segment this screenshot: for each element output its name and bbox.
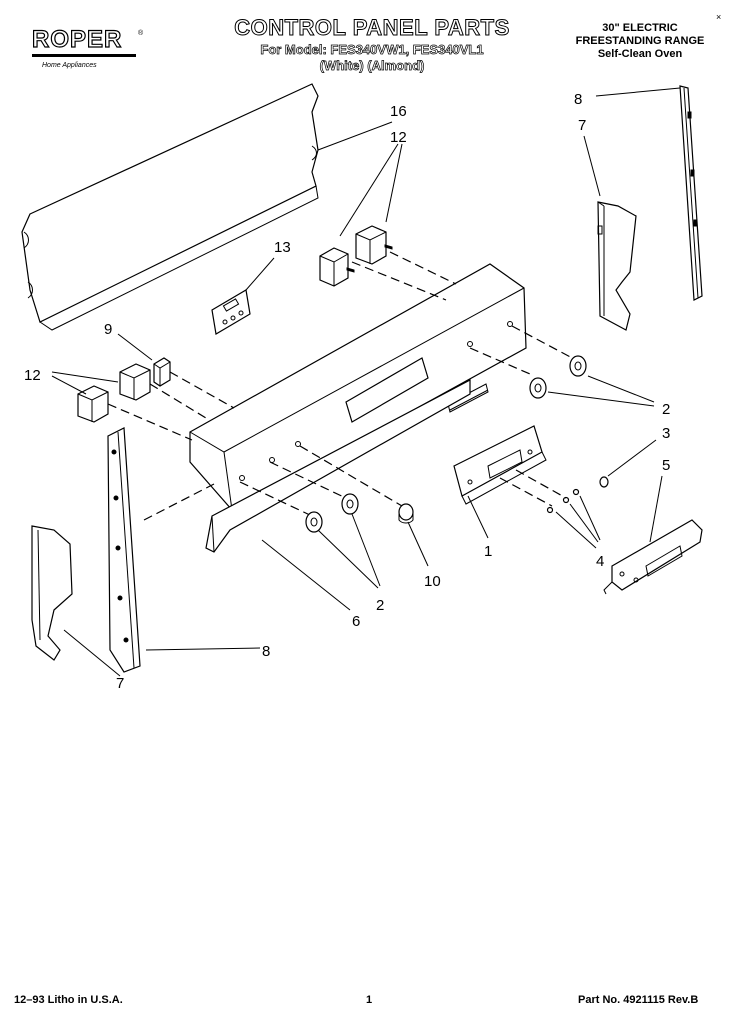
part-16-rear-panel — [21, 83, 319, 331]
range-line-3: Self-Clean Oven — [597, 48, 683, 60]
callout-4: 4 — [596, 553, 604, 570]
part-8-strip-lower — [107, 427, 141, 673]
callout-2-lower: 2 — [376, 597, 384, 614]
range-line-1: 30" ELECTRIC — [602, 22, 678, 34]
part-6-lower-bracket — [205, 379, 471, 553]
part-5-overlay-panel — [603, 519, 703, 595]
assembly-guide-lines — [107, 251, 577, 521]
part-1-clock-module — [453, 425, 547, 505]
part-13-control-label — [211, 289, 251, 335]
part-10-button — [398, 503, 414, 524]
logo-underline — [32, 54, 136, 57]
callout-2-right: 2 — [662, 401, 670, 418]
callout-12-upper: 12 — [390, 129, 407, 146]
part-7-bracket-lower — [31, 525, 73, 661]
callout-7-lower: 7 — [116, 675, 124, 692]
callout-7-upper: 7 — [578, 117, 586, 134]
part-12-knob-upper — [319, 225, 393, 287]
part-8-strip-upper — [679, 85, 703, 301]
main-control-console — [189, 263, 527, 511]
part-9-switch — [153, 357, 171, 387]
callout-5: 5 — [662, 457, 670, 474]
callout-3: 3 — [662, 425, 670, 442]
callout-16: 16 — [390, 103, 407, 120]
leader-lines — [51, 87, 681, 677]
callout-12-left: 12 — [24, 367, 41, 384]
callout-6: 6 — [352, 613, 360, 630]
part-3-screw — [599, 476, 609, 488]
range-line-2: FREESTANDING RANGE — [575, 35, 705, 47]
corner-mark: × — [716, 12, 722, 22]
callout-13: 13 — [274, 239, 291, 256]
callout-numbers: 16 12 13 9 12 8 7 2 3 5 1 4 10 2 6 8 7 — [24, 91, 670, 692]
brand-trademark: ® — [138, 30, 144, 37]
footer-part-number: Part No. 4921115 Rev.B — [578, 994, 699, 1006]
color-line: (White) (Almond) — [319, 58, 425, 74]
model-info: For Model: FES340VW1, FES340VL1 (White) … — [250, 42, 494, 74]
callout-9: 9 — [104, 321, 112, 338]
brand-name: ROPER — [31, 26, 123, 53]
callout-8-upper: 8 — [574, 91, 582, 108]
page-title: CONTROL PANEL PARTS — [234, 15, 510, 40]
part-2-shaft-lower — [305, 493, 359, 533]
callout-1: 1 — [484, 543, 492, 560]
model-line: For Model: FES340VW1, FES340VL1 — [260, 42, 484, 58]
footer-page-number: 1 — [366, 994, 373, 1006]
part-2-shaft-right — [529, 355, 587, 399]
callout-8-lower: 8 — [262, 643, 270, 660]
brand-subtitle: Home Appliances — [42, 62, 97, 69]
part-4-screws — [499, 469, 580, 514]
part-12-knob-left — [77, 363, 151, 423]
roper-logo: ROPER ® Home Appliances — [31, 26, 144, 69]
callout-10: 10 — [424, 573, 441, 590]
range-description: 30" ELECTRIC FREESTANDING RANGE Self-Cle… — [560, 22, 720, 61]
part-7-bracket-upper — [597, 201, 637, 331]
footer-litho: 12–93 Litho in U.S.A. — [14, 994, 123, 1006]
